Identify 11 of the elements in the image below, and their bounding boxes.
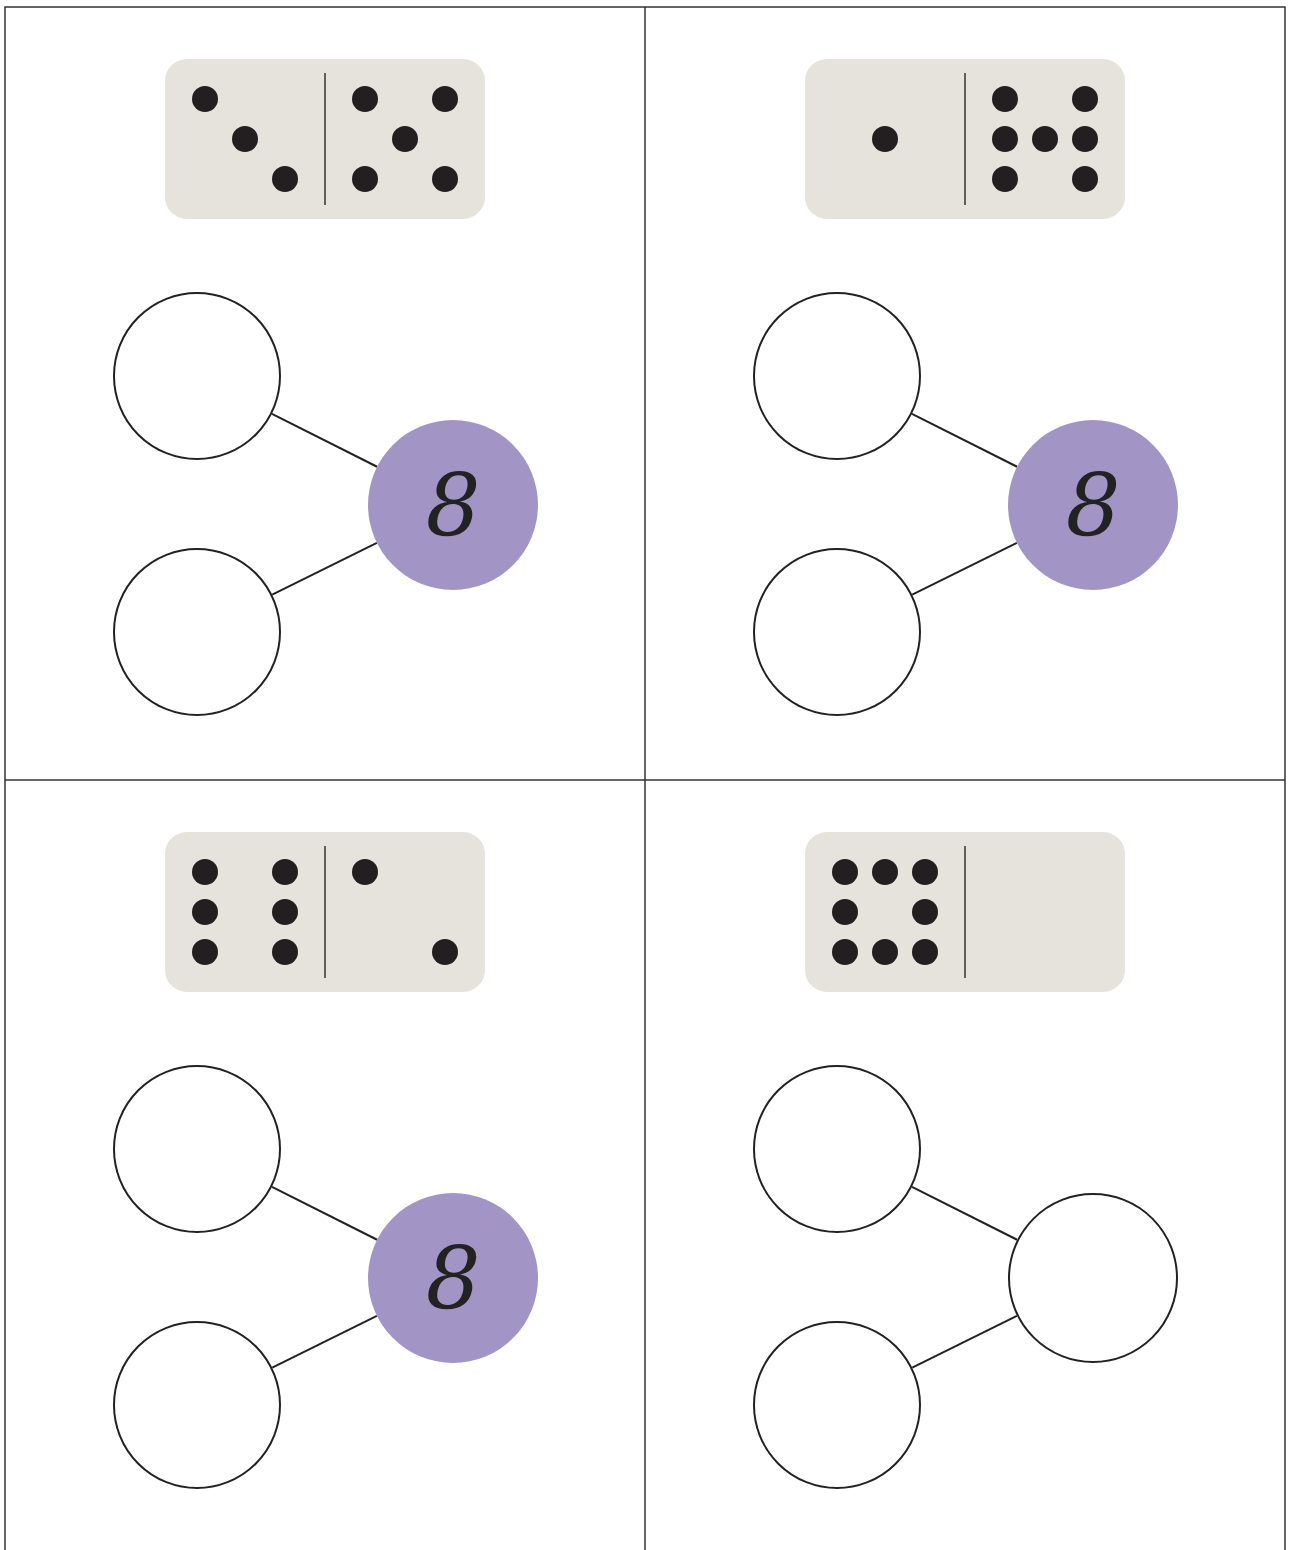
connector-line bbox=[271, 412, 379, 468]
connector-line bbox=[911, 1185, 1019, 1241]
number-text: 8 bbox=[425, 462, 481, 548]
connector-line bbox=[911, 541, 1018, 596]
number-text: 8 bbox=[425, 1235, 481, 1321]
connector-line bbox=[911, 412, 1019, 468]
number-text: 8 bbox=[1065, 462, 1121, 548]
connector-line bbox=[271, 1185, 379, 1241]
connector-line bbox=[271, 1314, 378, 1369]
connector-line bbox=[271, 541, 378, 596]
connector-line bbox=[911, 1314, 1018, 1369]
